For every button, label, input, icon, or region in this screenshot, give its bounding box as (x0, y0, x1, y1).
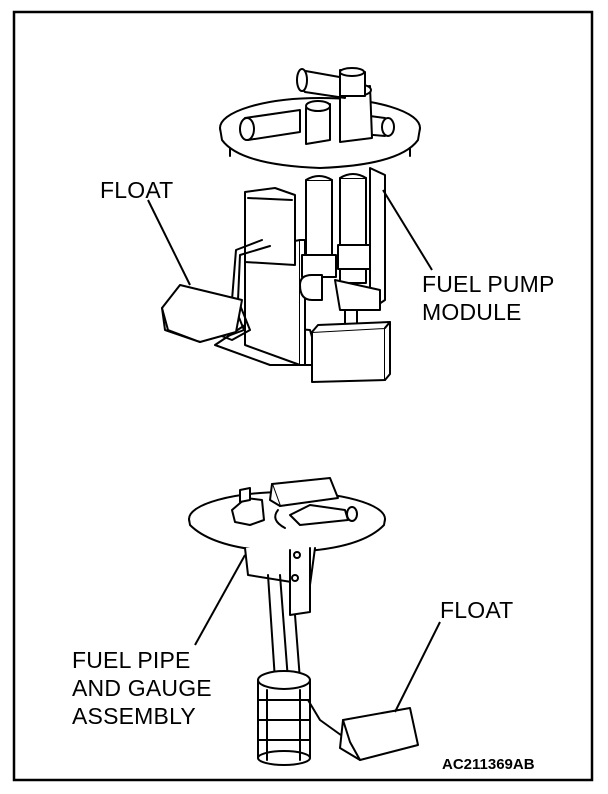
label-fuel-pipe-line1: FUEL PIPE (72, 647, 191, 673)
label-fuel-pipe-line3: ASSEMBLY (72, 703, 196, 729)
figure-code: AC211369AB (442, 756, 535, 773)
fuel-pump-module-illustration (161, 67, 421, 383)
leader-fuel-pump-module (382, 189, 433, 271)
leader-float-top (147, 199, 191, 286)
leader-fuel-pipe (194, 554, 246, 646)
fuel-pipe-gauge-illustration (188, 477, 419, 766)
label-fuel-pump-module-line2: MODULE (422, 299, 522, 325)
label-fuel-pipe-line2: AND GAUGE (72, 675, 212, 701)
leader-float-bottom (394, 621, 441, 713)
figure-border (12, 10, 594, 782)
label-fuel-pump-module-line1: FUEL PUMP (422, 271, 555, 297)
label-float-top: FLOAT (100, 177, 174, 203)
label-float-bottom: FLOAT (440, 597, 514, 623)
